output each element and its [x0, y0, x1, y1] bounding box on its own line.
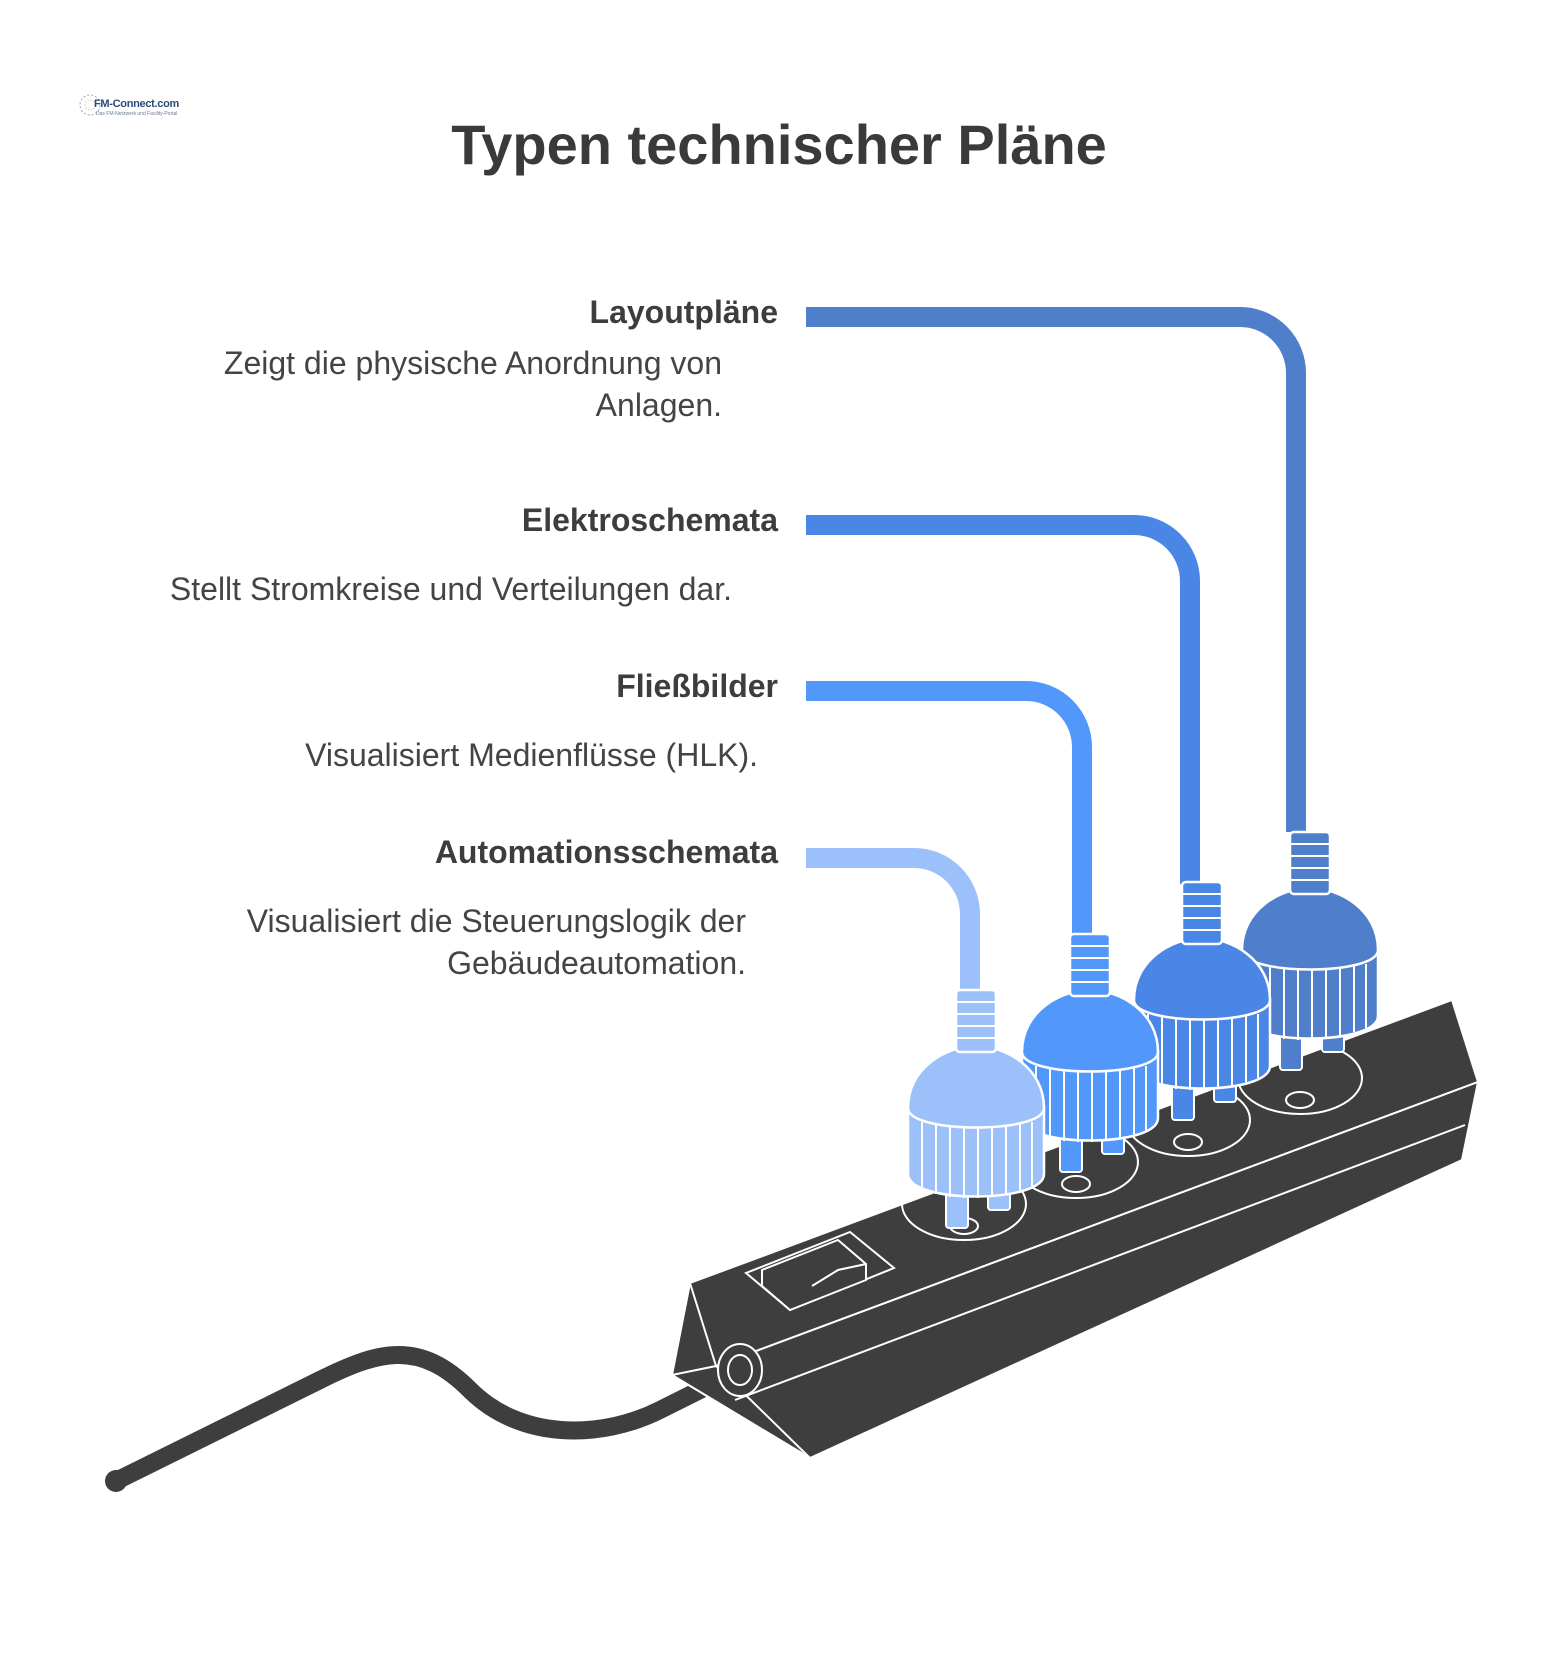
cable-elektroschemata: [806, 515, 1200, 884]
plug-fliessbilder: [1020, 932, 1160, 1173]
plug-automationsschemata: [906, 988, 1046, 1229]
desc-automationsschemata-line2: Gebäudeautomation.: [447, 945, 746, 981]
desc-fliessbilder-line1: Visualisiert Medienflüsse (HLK).: [305, 737, 758, 773]
heading-layoutplaene: Layoutpläne: [589, 294, 778, 330]
desc-layoutplaene-line1: Zeigt die physische Anordnung von: [223, 345, 722, 381]
desc-layoutplaene-line2: Anlagen.: [595, 387, 722, 423]
desc-automationsschemata: Visualisiert die Steuerungslogik der Geb…: [106, 900, 746, 984]
logo-text: FM-Connect.com: [94, 98, 180, 110]
page-title: Typen technischer Pläne: [451, 113, 1107, 176]
cable-fliessbilder: [806, 681, 1092, 934]
power-strip: [669, 998, 1480, 1460]
power-cord: [109, 1346, 769, 1489]
heading-fliessbilder: Fließbilder: [616, 668, 778, 704]
heading-elektroschemata: Elektroschemata: [521, 502, 778, 538]
heading-automationsschemata: Automationsschemata: [434, 834, 778, 870]
desc-automationsschemata-line1: Visualisiert die Steuerungslogik der: [246, 903, 746, 939]
logo-subtext: Das FM-Netzwerk und Facility-Portal: [96, 111, 178, 117]
cord-end: [105, 1470, 127, 1492]
cable-automationsschemata: [806, 848, 980, 990]
desc-elektroschemata: Stellt Stromkreise und Verteilungen dar.: [32, 568, 732, 610]
desc-elektroschemata-line1: Stellt Stromkreise und Verteilungen dar.: [169, 571, 732, 607]
desc-fliessbilder: Visualisiert Medienflüsse (HLK).: [118, 734, 758, 776]
fm-connect-logo: [79, 94, 101, 116]
plug-elektroschemata: [1132, 880, 1272, 1121]
desc-layoutplaene: Zeigt die physische Anordnung von Anlage…: [82, 342, 722, 426]
cable-layoutplaene: [806, 307, 1306, 832]
